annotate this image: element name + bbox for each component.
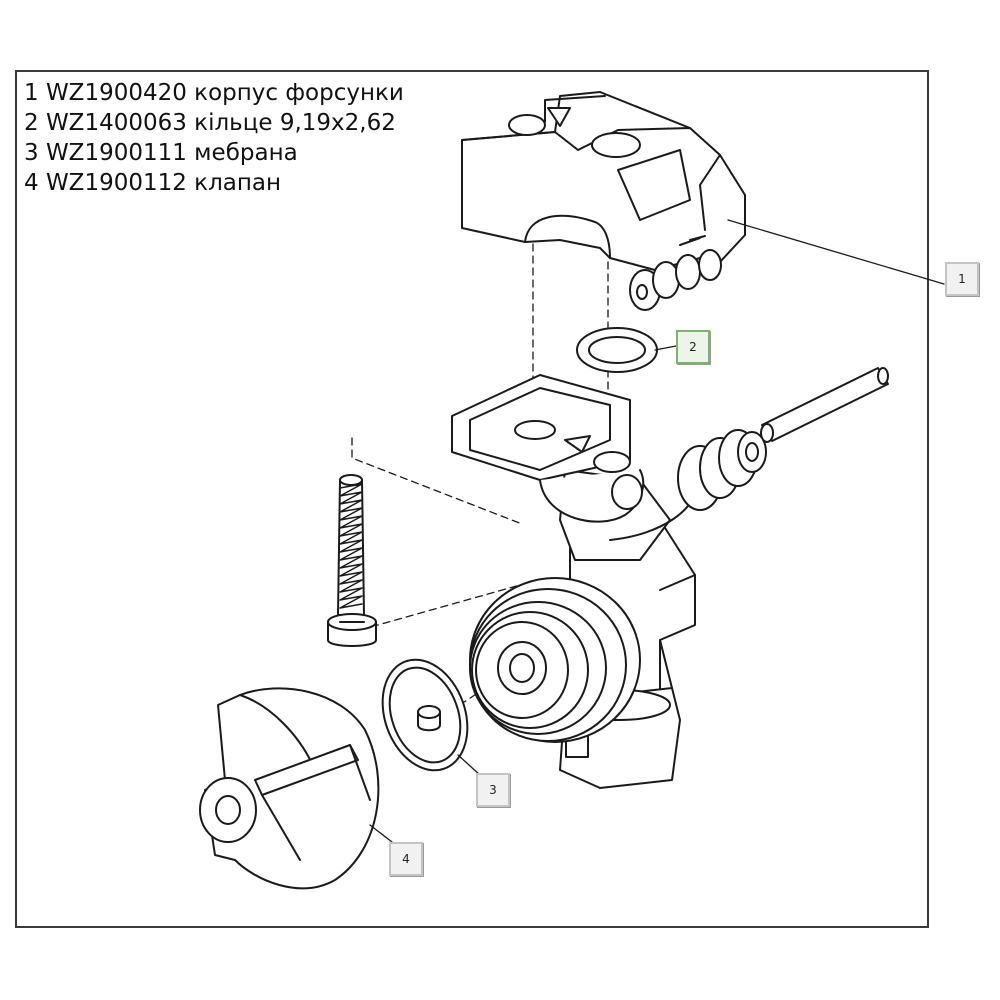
legend-item-4: 4 WZ1900112 клапан — [24, 170, 282, 196]
callout-leader-lines — [369, 219, 945, 843]
legend-item-3: 3 WZ1900111 мебрана — [24, 140, 298, 166]
legend-item-1: 1 WZ1900420 корпус форсунки — [24, 80, 404, 106]
clamp-top-part — [461, 91, 746, 311]
housing-body-part — [451, 374, 767, 789]
valve-part — [199, 687, 380, 890]
parts-legend: 1 WZ1900420 корпус форсунки 2 WZ1400063 … — [24, 78, 404, 198]
callout-2[interactable]: 2 — [676, 330, 710, 364]
legend-item-2: 2 WZ1400063 кільце 9,19x2,62 — [24, 110, 396, 136]
pin-part — [760, 367, 889, 443]
screw-part — [327, 474, 377, 647]
membrane-part — [381, 658, 469, 772]
callout-4[interactable]: 4 — [389, 842, 423, 876]
o-ring-part — [576, 327, 658, 373]
diagram-frame — [15, 70, 929, 928]
callout-1[interactable]: 1 — [945, 262, 979, 296]
callout-3[interactable]: 3 — [476, 773, 510, 807]
